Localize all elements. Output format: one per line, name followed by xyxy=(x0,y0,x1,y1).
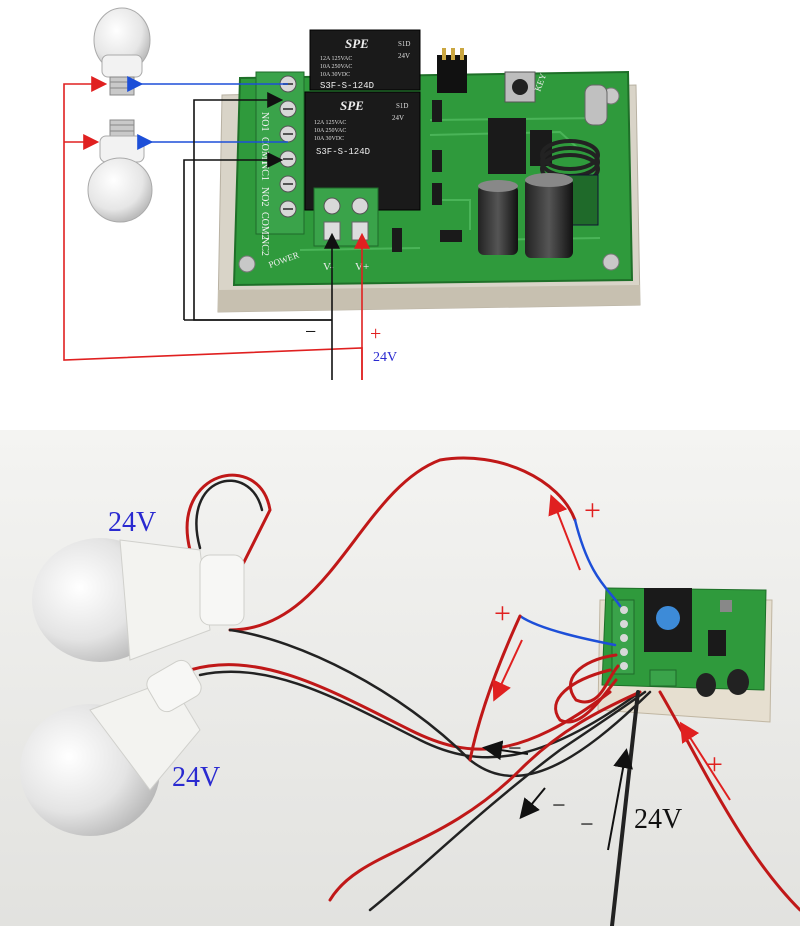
relay-upper: SPE S1D 24V 12A 125VAC 10A 250VAC 10A 30… xyxy=(309,29,421,91)
electrolytic-capacitors xyxy=(478,173,573,258)
plus-mark-2: + xyxy=(494,597,511,630)
wiring-photo-canvas: 24V 24V + + + − − − 24V xyxy=(0,430,800,926)
relay-upper-code: S1D xyxy=(398,40,410,48)
ic-chips xyxy=(392,100,552,252)
photo-module xyxy=(597,587,773,723)
terminal-label-no2: NO2 xyxy=(259,187,270,206)
bulb-upper-voltage-label: 24V xyxy=(108,507,156,538)
relay-upper-rating-1: 12A 125VAC xyxy=(320,56,352,62)
plus-sign: + xyxy=(370,323,381,345)
vminus-label: V- xyxy=(323,261,334,273)
relay-upper-brand: SPE xyxy=(345,36,369,51)
relay-lower-code: S1D xyxy=(396,102,408,110)
relay-upper-rating-3: 10A 30VDC xyxy=(320,72,350,78)
wiring-photo: 24V 24V + + + − − − 24V xyxy=(0,430,800,926)
bulb-lower xyxy=(87,119,153,223)
minus-mark-3: − xyxy=(580,812,594,838)
annotation-arrows xyxy=(482,494,731,851)
mount-hole-icon xyxy=(238,255,256,273)
supply-voltage-label: 24V xyxy=(634,804,682,835)
photo-bulb-lower xyxy=(20,659,202,836)
relay-lower-model: S3F-S-124D xyxy=(316,147,370,157)
photo-wires xyxy=(185,456,800,926)
learn-key-button: KEY xyxy=(504,71,548,103)
black-wire-com2 xyxy=(183,152,284,320)
terminal-label-nc1: NC1 xyxy=(259,162,270,181)
output-terminal-block xyxy=(255,71,305,235)
minus-sign: − xyxy=(305,321,316,343)
photo-bulb-upper xyxy=(32,538,245,662)
wiring-diagram: NO1 COM1 NC1 NO2 COM2 NC2 SPE S1D 24V 12… xyxy=(0,0,800,410)
relay-lower-coil: 24V xyxy=(392,114,404,122)
minus-mark-2: − xyxy=(552,793,566,819)
terminal-label-no1: NO1 xyxy=(259,112,270,131)
relay-upper-rating-2: 10A 250VAC xyxy=(320,64,352,70)
plus-mark-1: + xyxy=(584,494,601,527)
mount-hole-icon xyxy=(602,253,620,271)
wires xyxy=(63,76,370,380)
bulb-upper xyxy=(93,7,151,96)
voltage-label: 24V xyxy=(373,350,397,365)
relay-lower-rating-2: 10A 250VAC xyxy=(314,128,346,134)
power-terminal-block xyxy=(313,187,379,247)
terminal-label-com1: COM1 xyxy=(259,137,270,165)
relay-lower-rating-1: 12A 125VAC xyxy=(314,120,346,126)
relay-lower-brand: SPE xyxy=(340,98,364,113)
relay-lower-rating-3: 10A 30VDC xyxy=(314,136,344,142)
jumper-header xyxy=(437,48,467,93)
wiring-diagram-canvas: NO1 COM1 NC1 NO2 COM2 NC2 SPE S1D 24V 12… xyxy=(63,7,641,380)
relay-upper-model: S3F-S-124D xyxy=(320,81,374,91)
plus-mark-3: + xyxy=(706,748,723,781)
terminal-label-nc2: NC2 xyxy=(259,237,270,256)
crystal-oscillator xyxy=(584,84,608,126)
terminal-label-com2: COM2 xyxy=(259,212,270,240)
relay-upper-coil: 24V xyxy=(398,52,410,60)
bulb-lower-voltage-label: 24V xyxy=(172,762,220,793)
minus-mark-1: − xyxy=(508,736,522,762)
